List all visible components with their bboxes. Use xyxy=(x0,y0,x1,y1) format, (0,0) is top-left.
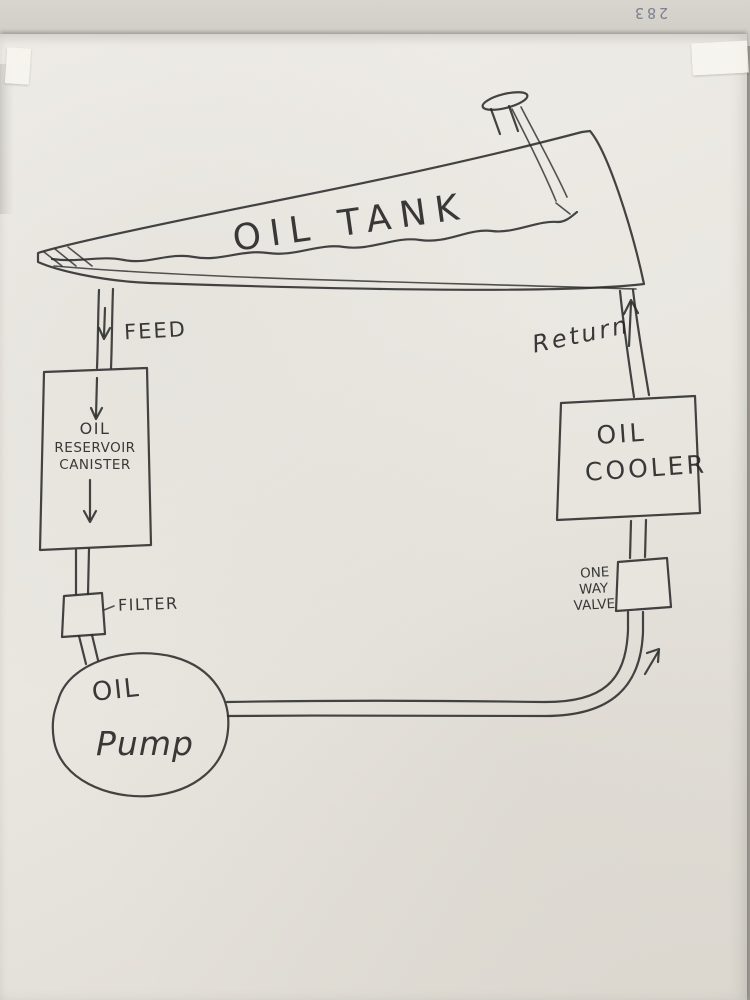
feed-label: FEED xyxy=(123,317,187,344)
return-arrow xyxy=(622,298,640,348)
valve-label-line3: VALVE xyxy=(573,596,615,614)
filler-cap xyxy=(481,91,571,215)
canister-outlet-arrow xyxy=(82,478,98,524)
oil-tank-label: OIL TANK xyxy=(230,186,470,260)
feed-pipe xyxy=(95,287,115,370)
valve-label-line1: ONE xyxy=(580,564,610,582)
feed-arrow xyxy=(97,306,112,341)
filter-box xyxy=(60,591,107,639)
canister-label-line2: RESERVOIR xyxy=(54,440,135,456)
oil-tank-shape xyxy=(36,129,646,291)
return-pipe xyxy=(225,288,651,718)
canister-to-filter-pipe xyxy=(74,547,91,596)
canister-inlet-arrow xyxy=(89,376,104,421)
canister-label-line3: CANISTER xyxy=(59,457,130,473)
filter-label: FILTER xyxy=(118,594,179,615)
filter-to-pump-pipe xyxy=(77,633,100,666)
cooler-label-line1: OIL xyxy=(596,418,648,450)
reservoir-canister-box xyxy=(38,366,153,552)
pump-label-line1: OIL xyxy=(90,673,141,708)
valve-label-line2: WAY xyxy=(579,580,610,598)
canister-label-line1: OIL xyxy=(80,419,111,438)
filter-leader-line xyxy=(103,605,115,611)
return-label: Return xyxy=(530,311,633,359)
bend-arrow xyxy=(643,647,661,676)
one-way-valve-box xyxy=(614,556,673,613)
oil-pump-shape xyxy=(51,652,230,798)
pump-label-line2: Pump xyxy=(96,724,194,763)
oil-cooler-box xyxy=(555,394,702,522)
